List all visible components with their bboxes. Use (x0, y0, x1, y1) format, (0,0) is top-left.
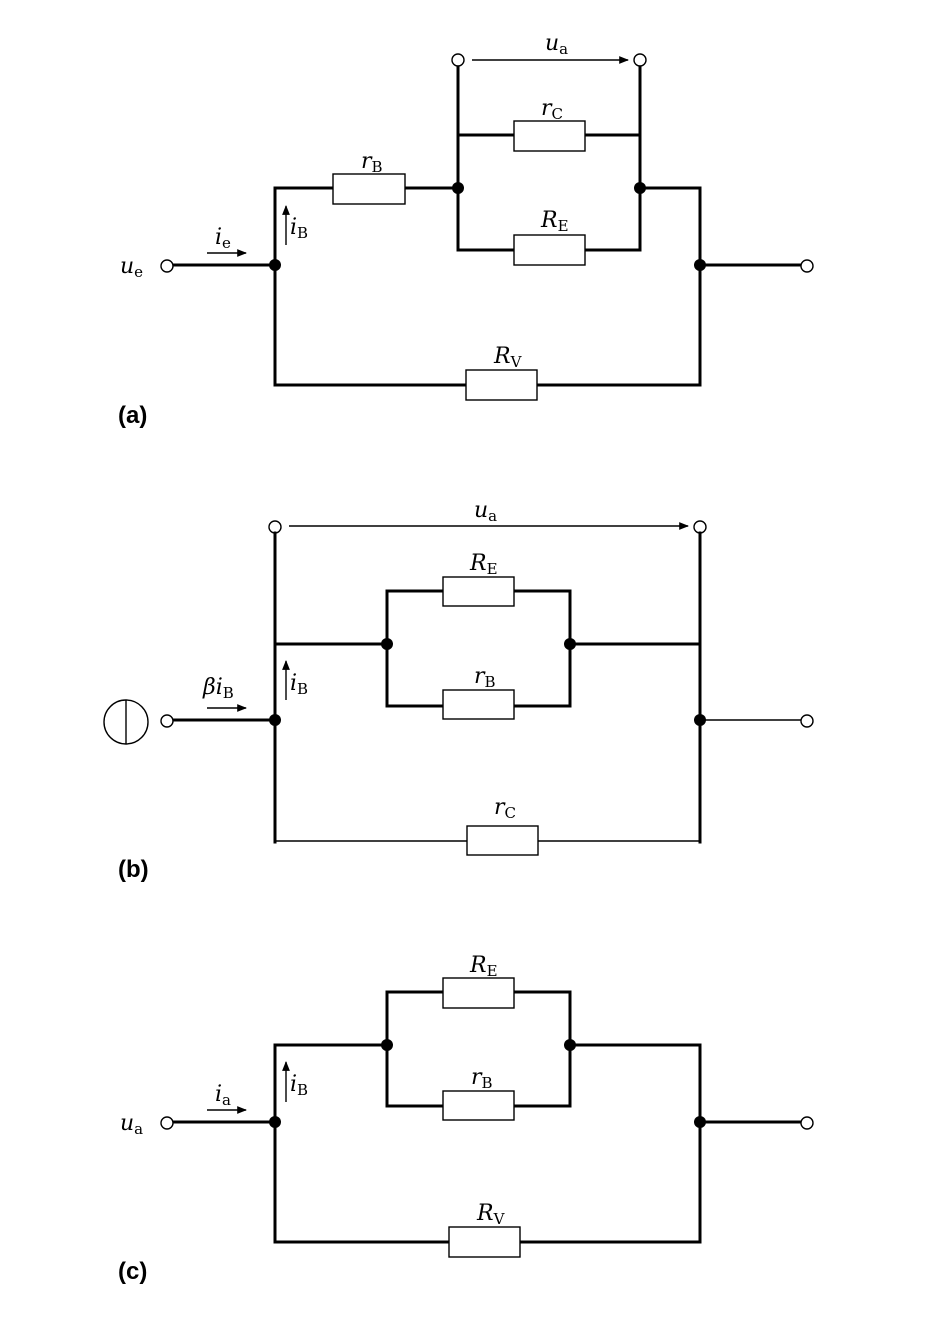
label-source-current: βiB (202, 675, 234, 702)
junction-node (269, 1116, 281, 1128)
label-ie: ie (215, 225, 231, 252)
panel-label: (b) (118, 856, 149, 883)
label-ua: ua (474, 498, 497, 525)
panel-c: RE rB ia iB ua RV (c) (118, 953, 814, 1285)
label-rb: rB (361, 149, 383, 176)
panel-label: (c) (118, 1258, 147, 1285)
junction-node (269, 259, 281, 271)
label-rv: RV (476, 1201, 506, 1228)
wire-re-branch-left (385, 589, 445, 708)
label-ia: ia (215, 1082, 231, 1109)
panel-b: ua RE rB iB βiB rC (b) (103, 498, 814, 883)
label-ua: ua (120, 1111, 143, 1138)
wire-re-branch-right (512, 990, 572, 1108)
output-terminal-right-main (800, 714, 814, 728)
label-rv: RV (493, 344, 523, 371)
junction-node (564, 638, 576, 650)
junction-node (269, 714, 281, 726)
output-terminal-right (633, 53, 647, 67)
output-terminal-right-main (800, 1116, 814, 1130)
resistor-re (442, 977, 515, 1009)
label-ua: ua (545, 31, 568, 58)
resistor-re (442, 576, 515, 607)
resistor-rb (442, 689, 515, 720)
label-re: RE (540, 208, 569, 235)
junction-node (381, 638, 393, 650)
junction-node (381, 1039, 393, 1051)
output-terminal-right-main (800, 259, 814, 273)
label-ib: iB (290, 215, 308, 242)
resistor-rc (466, 825, 539, 856)
resistor-rv (448, 1226, 521, 1258)
junction-node (634, 182, 646, 194)
output-terminal-left (268, 520, 282, 534)
label-rb: rB (471, 1065, 493, 1092)
panel-label: (a) (118, 402, 147, 429)
resistor-rb (442, 1090, 515, 1121)
output-terminal-left (451, 53, 465, 67)
wire-left-frame (273, 1043, 389, 1244)
panel-a: ua rC rB RE ie iB ue RV (a) (118, 31, 814, 429)
junction-node (694, 714, 706, 726)
wire-right-frame (568, 1043, 702, 1244)
input-terminal (160, 714, 174, 728)
input-terminal (160, 1116, 174, 1130)
label-ue: ue (120, 254, 143, 281)
resistor-rb (332, 173, 406, 205)
junction-node (694, 259, 706, 271)
resistor-re (513, 234, 586, 266)
label-rc: rC (541, 96, 563, 123)
label-rb: rB (474, 664, 496, 691)
label-re: RE (469, 551, 498, 578)
output-terminal-right (693, 520, 707, 534)
wire-emitter-to-output (638, 186, 702, 387)
input-terminal (160, 259, 174, 273)
label-re: RE (469, 953, 498, 980)
label-rc: rC (494, 795, 516, 822)
label-ib: iB (290, 671, 308, 698)
junction-node (452, 182, 464, 194)
label-ib: iB (290, 1072, 308, 1099)
junction-node (694, 1116, 706, 1128)
wire-re-branch-right (512, 589, 572, 708)
resistor-rv (465, 369, 538, 401)
resistor-rc (513, 120, 586, 152)
junction-node (564, 1039, 576, 1051)
wire-re-branch-left (385, 990, 445, 1108)
